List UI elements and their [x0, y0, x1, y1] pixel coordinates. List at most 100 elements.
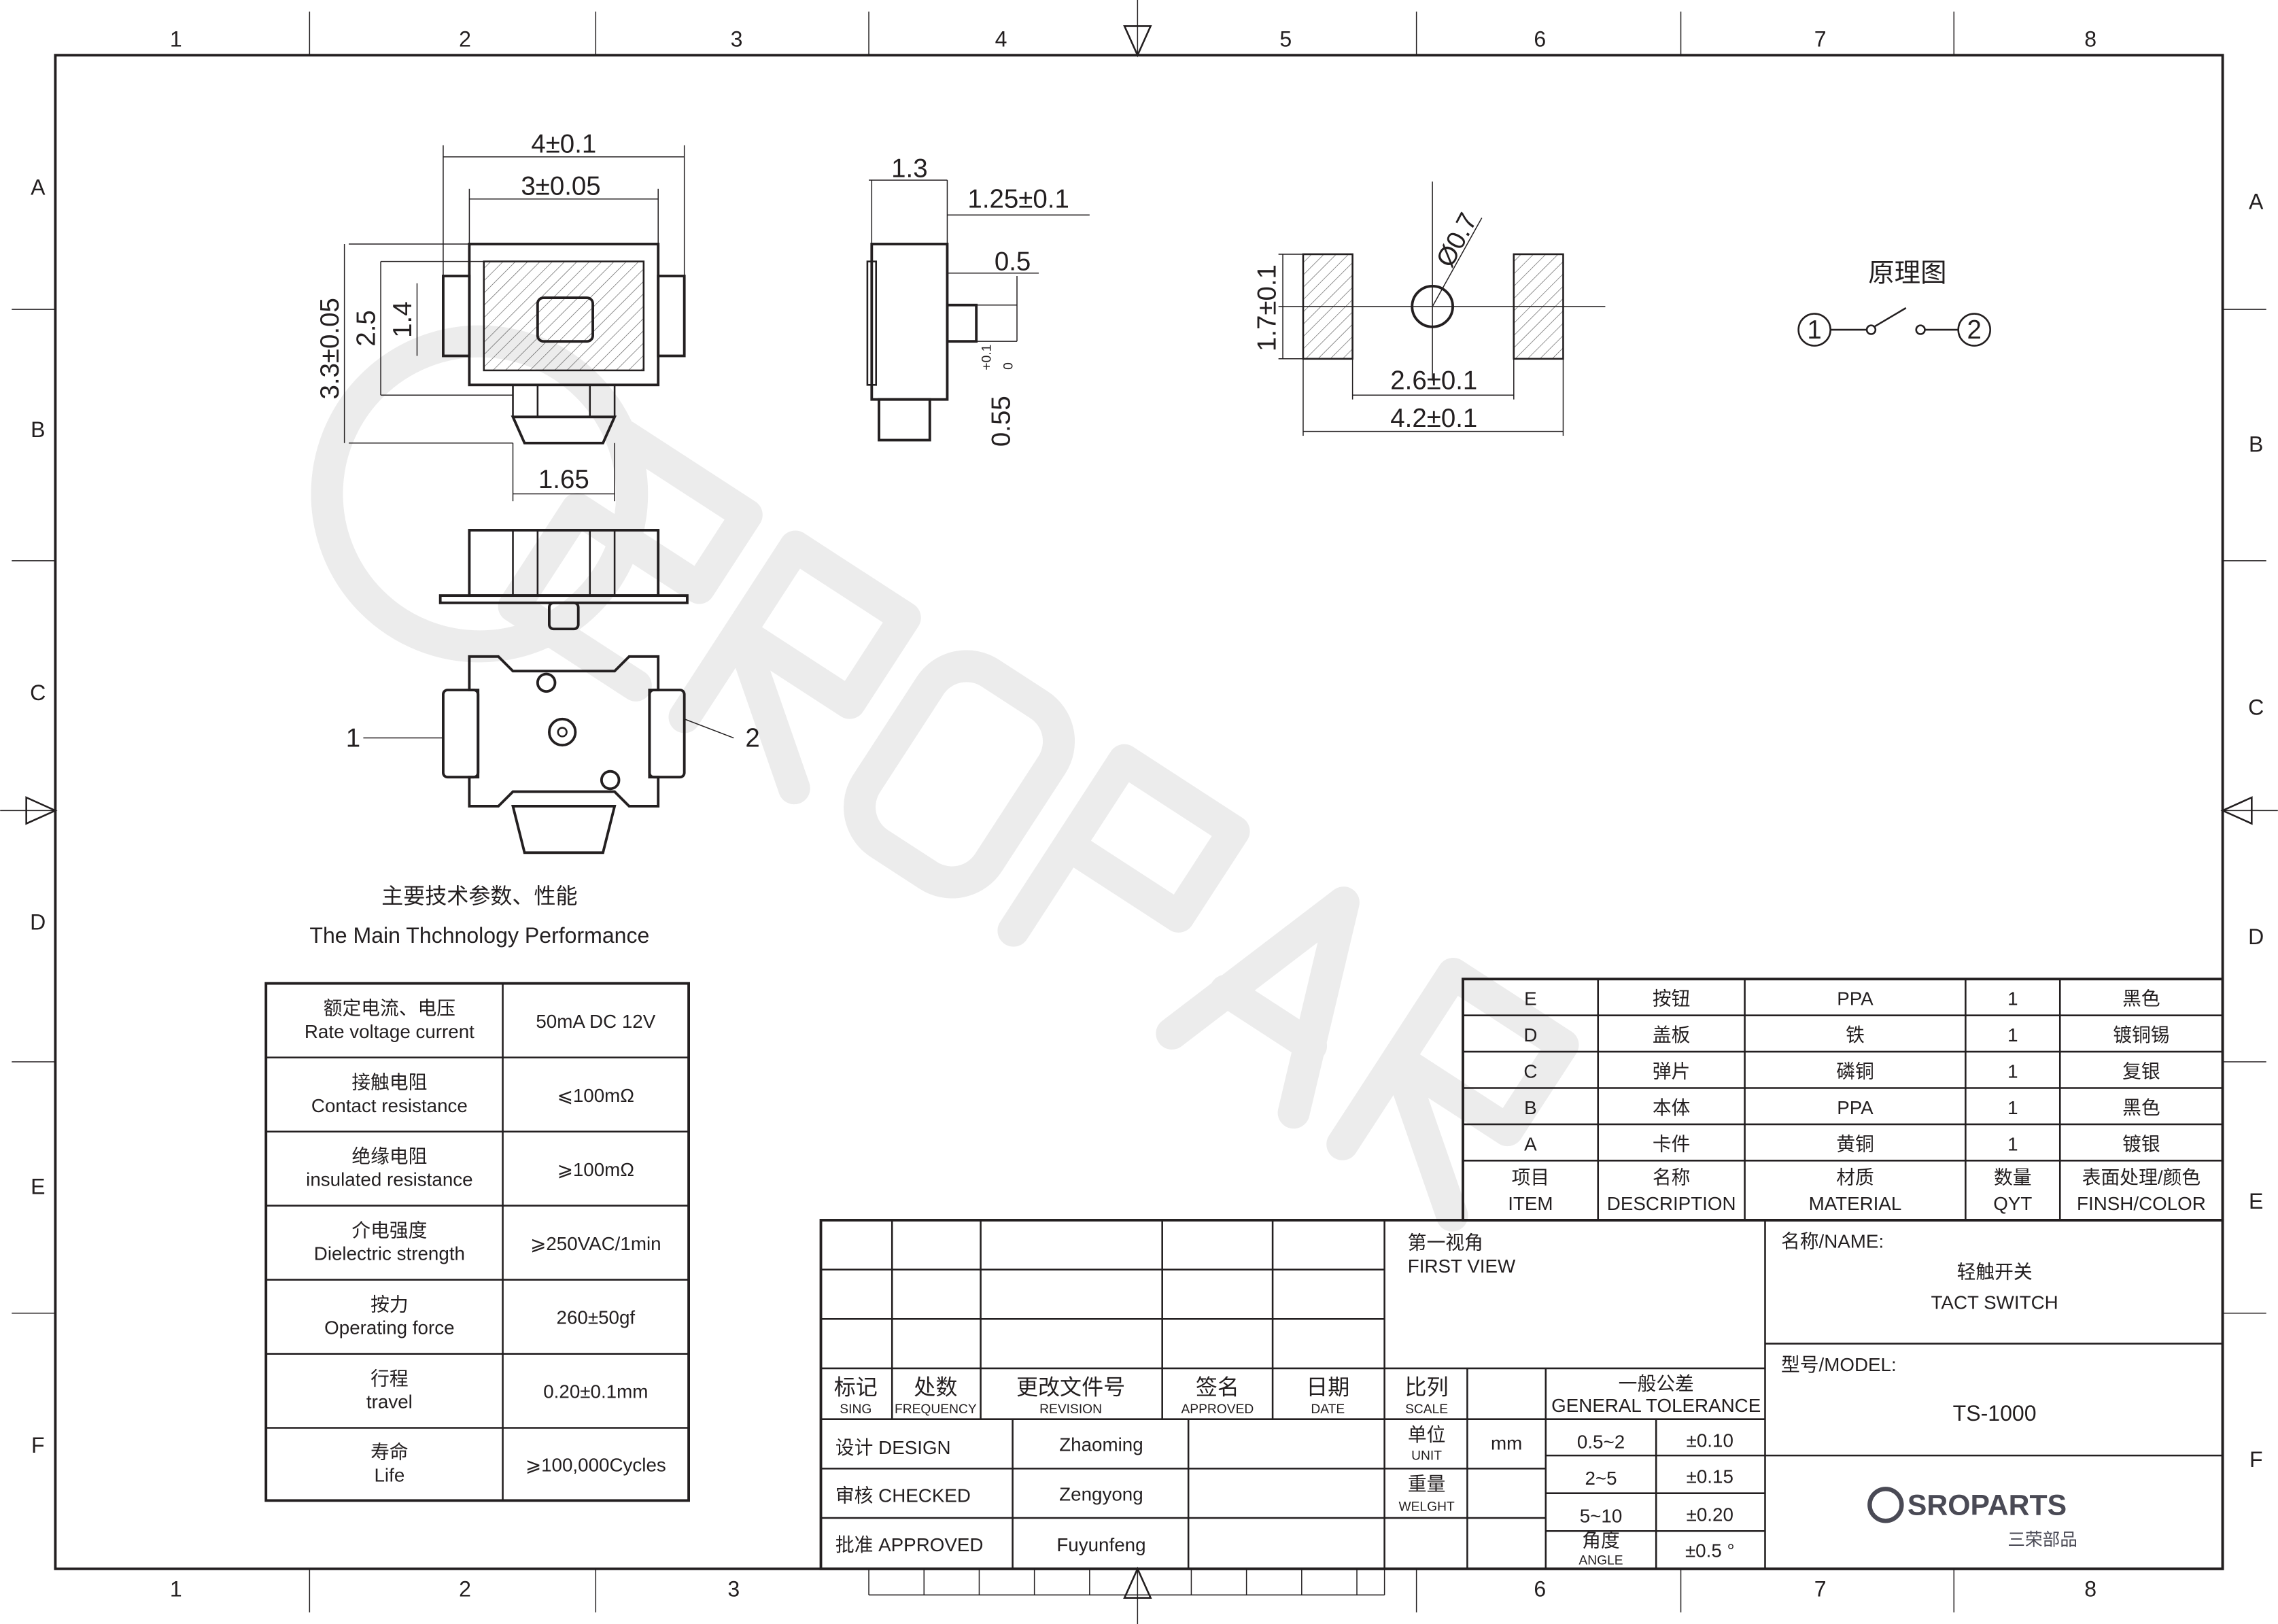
material-cell: 1 — [2007, 988, 2018, 1009]
dim-side-1-25: 1.25±0.1 — [967, 185, 1069, 214]
material-cell: 黑色 — [2122, 1097, 2160, 1118]
top-view: 4±0.1 3±0.05 3.3±0.05 2.5 1.4 1.65 — [315, 129, 686, 502]
schematic-pin-1: 1 — [1807, 315, 1821, 345]
svg-text:F: F — [2249, 1447, 2263, 1472]
spec-value: ⩾100mΩ — [557, 1159, 634, 1180]
material-cell: 铁 — [1846, 1024, 1865, 1046]
material-cell: 黑色 — [2122, 988, 2160, 1009]
svg-text:REVISION: REVISION — [1039, 1402, 1102, 1417]
material-cell: 黄铜 — [1836, 1133, 1874, 1154]
model-label: 型号/MODEL: — [1781, 1354, 1897, 1375]
dim-side-0-5: 0.5 — [995, 247, 1031, 276]
svg-text:3: 3 — [731, 27, 743, 51]
logo-text: SROPARTS — [1908, 1489, 2067, 1522]
material-header-cn: 表面处理/颜色 — [2082, 1167, 2201, 1188]
material-cell: D — [1523, 1024, 1537, 1046]
spec-label-cn: 行程 — [370, 1368, 409, 1389]
svg-text:2: 2 — [459, 1576, 471, 1601]
svg-text:4: 4 — [995, 27, 1007, 51]
svg-text:1: 1 — [170, 27, 182, 51]
svg-text:日期: 日期 — [1306, 1375, 1349, 1399]
first-view-cn: 第一视角 — [1408, 1232, 1483, 1254]
svg-text:签名: 签名 — [1196, 1375, 1239, 1399]
spec-label-cn: 接触电阻 — [351, 1072, 427, 1093]
svg-text:角度: 角度 — [1582, 1530, 1620, 1551]
svg-text:5: 5 — [1279, 27, 1292, 51]
svg-text:A: A — [31, 175, 46, 199]
svg-text:7: 7 — [1814, 27, 1827, 51]
dim-bottom-1-65: 1.65 — [538, 465, 589, 494]
svg-text:C: C — [30, 680, 46, 705]
ruler-right: AB CD EF — [2248, 190, 2264, 1472]
spec-label-en: Life — [374, 1465, 404, 1486]
material-cell: 1 — [2007, 1024, 2018, 1046]
svg-text:APPROVED: APPROVED — [1181, 1402, 1254, 1417]
svg-text:E: E — [31, 1174, 45, 1198]
material-header-cn: 名称 — [1653, 1167, 1691, 1188]
svg-text:标记: 标记 — [834, 1375, 878, 1399]
material-header-cn: 数量 — [1994, 1167, 2032, 1188]
svg-text:2: 2 — [459, 27, 471, 51]
svg-text:ANGLE: ANGLE — [1578, 1553, 1623, 1568]
svg-text:6: 6 — [1534, 1576, 1546, 1601]
bottom-view: 1 2 — [346, 655, 760, 854]
material-header-en: FINSH/COLOR — [2077, 1193, 2206, 1214]
material-header-en: DESCRIPTION — [1607, 1193, 1736, 1214]
svg-text:2~5: 2~5 — [1585, 1468, 1617, 1489]
svg-text:0.5~2: 0.5~2 — [1577, 1431, 1625, 1452]
material-cell: 镀铜锡 — [2113, 1024, 2169, 1046]
svg-text:DATE: DATE — [1311, 1402, 1345, 1417]
svg-text:处数: 处数 — [914, 1375, 957, 1399]
dim-side-0-55-tol-minus: 0 — [1002, 362, 1016, 370]
svg-text:FREQUENCY: FREQUENCY — [895, 1402, 977, 1417]
svg-text:C: C — [2248, 695, 2264, 719]
material-header-en: MATERIAL — [1809, 1193, 1902, 1214]
material-cell: 按钮 — [1653, 988, 1691, 1009]
spec-label-en: insulated resistance — [306, 1169, 472, 1190]
svg-text:B: B — [2249, 432, 2263, 457]
spec-label-cn: 绝缘电阻 — [351, 1146, 427, 1167]
schematic-title: 原理图 — [1868, 259, 1946, 288]
spec-value: 260±50gf — [557, 1307, 636, 1328]
material-header-en: QYT — [1993, 1193, 2032, 1214]
spec-label-en: Contact resistance — [311, 1095, 468, 1116]
watermark-logo-ring — [311, 325, 649, 663]
svg-text:D: D — [30, 910, 46, 935]
material-cell: 1 — [2007, 1097, 2018, 1118]
svg-text:SING: SING — [840, 1402, 871, 1417]
material-cell: 本体 — [1653, 1097, 1691, 1118]
svg-text:±0.20: ±0.20 — [1687, 1504, 1733, 1525]
svg-text:8: 8 — [2084, 27, 2096, 51]
svg-text:±0.10: ±0.10 — [1687, 1430, 1733, 1451]
performance-section: 主要技术参数、性能 The Main Thchnology Performanc… — [264, 884, 690, 1502]
spec-value: 0.20±0.1mm — [543, 1381, 648, 1402]
signoff-role: 批准 APPROVED — [835, 1534, 984, 1555]
material-cell: E — [1524, 988, 1537, 1009]
material-cell: A — [1524, 1133, 1537, 1154]
spec-value: 50mA DC 12V — [536, 1011, 655, 1032]
material-cell: 磷铜 — [1836, 1061, 1874, 1082]
spec-label-cn: 寿命 — [370, 1441, 409, 1462]
svg-text:±0.15: ±0.15 — [1687, 1466, 1733, 1487]
dim-height-total: 3.3±0.05 — [315, 298, 345, 399]
dim-height-1-4: 1.4 — [388, 301, 417, 337]
svg-text:一般公差: 一般公差 — [1619, 1373, 1694, 1394]
logo-cn: 三荣部品 — [2007, 1530, 2077, 1550]
dim-side-0-55-tol-plus: +0.1 — [980, 345, 995, 370]
svg-text:D: D — [2248, 925, 2264, 949]
spec-label-en: Rate voltage current — [305, 1021, 474, 1042]
dim-height-2-5: 2.5 — [352, 310, 381, 346]
svg-text:±0.5 °: ±0.5 ° — [1685, 1540, 1735, 1561]
signoff-role: 设计 DESIGN — [835, 1437, 951, 1458]
spec-label-en: travel — [366, 1392, 413, 1413]
svg-text:SCALE: SCALE — [1405, 1402, 1448, 1417]
company-logo: SROPARTS 三荣部品 — [1867, 1487, 2077, 1550]
svg-text:WELGHT: WELGHT — [1398, 1500, 1454, 1514]
svg-text:mm: mm — [1491, 1433, 1522, 1454]
material-cell: 复银 — [2122, 1061, 2160, 1082]
dim-pad-height: 1.7±0.1 — [1252, 264, 1281, 351]
svg-text:5~10: 5~10 — [1580, 1505, 1623, 1526]
